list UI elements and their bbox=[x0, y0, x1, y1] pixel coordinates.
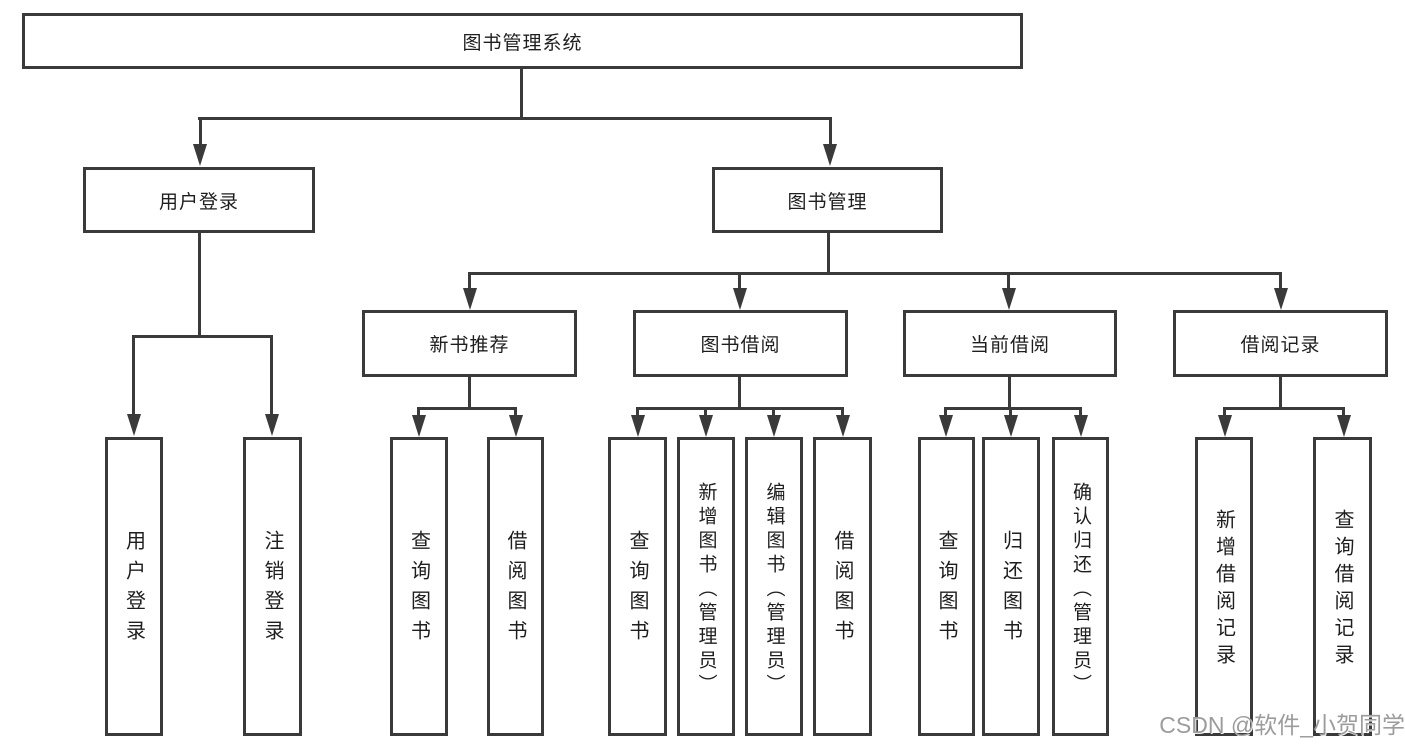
leaf-logout: 注销登录 bbox=[243, 437, 302, 736]
connector-arrow bbox=[412, 415, 426, 437]
connector-line bbox=[520, 68, 523, 117]
connector-line bbox=[1279, 377, 1282, 407]
leaf-current-query-books-label: 查询图书 bbox=[935, 529, 957, 650]
leaf-recommend-query-books: 查询图书 bbox=[390, 437, 448, 736]
connector-line bbox=[944, 407, 1082, 410]
node-book-management-label: 图书管理 bbox=[787, 191, 868, 213]
leaf-borrow-add-books-admin-label: 新增图书（管理员） bbox=[695, 481, 717, 698]
leaf-borrow-borrow-books: 借阅图书 bbox=[813, 437, 872, 736]
leaf-borrow-edit-books-admin-label: 编辑图书（管理员） bbox=[763, 481, 785, 698]
connector-arrow bbox=[1002, 288, 1016, 310]
connector-line bbox=[198, 233, 201, 335]
connector-line bbox=[1079, 407, 1082, 419]
connector-line bbox=[270, 335, 273, 417]
node-user-login: 用户登录 bbox=[83, 167, 315, 233]
leaf-recommend-query-books-label: 查询图书 bbox=[407, 529, 430, 650]
leaf-borrow-edit-books-admin: 编辑图书（管理员） bbox=[745, 437, 803, 736]
leaf-current-return-books-label: 归还图书 bbox=[999, 529, 1022, 650]
connector-line bbox=[468, 272, 471, 290]
leaf-records-query-record-label: 查询借阅记录 bbox=[1331, 508, 1353, 671]
leaf-recommend-borrow-books-label: 借阅图书 bbox=[504, 529, 526, 650]
leaf-current-query-books: 查询图书 bbox=[918, 437, 975, 736]
leaf-user-login: 用户登录 bbox=[105, 437, 163, 736]
leaf-current-return-books: 归还图书 bbox=[982, 437, 1040, 736]
connector-arrow bbox=[939, 415, 953, 437]
leaf-logout-label: 注销登录 bbox=[261, 529, 283, 650]
connector-line bbox=[1223, 407, 1345, 410]
connector-line bbox=[1007, 272, 1010, 290]
connector-line bbox=[132, 335, 135, 417]
connector-line bbox=[468, 272, 1282, 275]
node-book-management: 图书管理 bbox=[712, 167, 943, 233]
connector-line bbox=[1342, 407, 1345, 419]
node-book-borrow-label: 图书借阅 bbox=[700, 335, 781, 356]
node-borrow-records-label: 借阅记录 bbox=[1240, 335, 1321, 356]
connector-line bbox=[829, 117, 832, 150]
connector-line bbox=[1223, 407, 1226, 419]
node-current-borrow: 当前借阅 bbox=[903, 310, 1117, 377]
csdn-watermark-text: CSDN @软件_小贺同学 bbox=[1159, 712, 1405, 738]
connector-arrow bbox=[699, 415, 713, 437]
node-root-label: 图书管理系统 bbox=[462, 32, 583, 54]
connector-line bbox=[1008, 377, 1011, 407]
node-user-login-label: 用户登录 bbox=[158, 191, 239, 213]
leaf-current-confirm-return-admin-label: 确认归还（管理员） bbox=[1070, 481, 1091, 698]
connector-line bbox=[198, 117, 832, 120]
connector-arrow bbox=[836, 415, 850, 437]
connector-line bbox=[636, 407, 844, 410]
csdn-watermark: CSDN @软件_小贺同学 bbox=[1159, 706, 1405, 740]
connector-arrow bbox=[631, 415, 645, 437]
node-current-borrow-label: 当前借阅 bbox=[969, 335, 1050, 356]
connector-line bbox=[944, 407, 947, 419]
leaf-user-login-label: 用户登录 bbox=[122, 529, 145, 650]
connector-arrow bbox=[767, 415, 781, 437]
leaf-records-add-record: 新增借阅记录 bbox=[1195, 437, 1253, 736]
leaf-records-query-record: 查询借阅记录 bbox=[1313, 437, 1372, 736]
connector-line bbox=[841, 407, 844, 419]
connector-line bbox=[1009, 407, 1012, 419]
leaf-borrow-query-books-label: 查询图书 bbox=[626, 529, 648, 650]
connector-line bbox=[468, 377, 471, 407]
connector-line bbox=[636, 407, 639, 419]
connector-line bbox=[417, 407, 420, 419]
connector-arrow bbox=[463, 288, 477, 310]
connector-arrow bbox=[127, 414, 141, 436]
node-new-book-recommend-label: 新书推荐 bbox=[429, 335, 510, 356]
leaf-records-add-record-label: 新增借阅记录 bbox=[1212, 508, 1235, 671]
connector-arrow bbox=[1274, 288, 1288, 310]
leaf-recommend-borrow-books: 借阅图书 bbox=[487, 437, 544, 736]
connector-arrow bbox=[193, 144, 207, 166]
connector-arrow bbox=[823, 144, 837, 166]
connector-arrow bbox=[1074, 415, 1088, 437]
connector-line bbox=[514, 407, 517, 419]
connector-line bbox=[738, 377, 741, 407]
node-book-borrow: 图书借阅 bbox=[633, 310, 848, 377]
connector-arrow bbox=[1004, 415, 1018, 437]
connector-arrow bbox=[1337, 415, 1351, 437]
leaf-borrow-borrow-books-label: 借阅图书 bbox=[831, 529, 853, 650]
connector-line bbox=[704, 407, 707, 419]
node-new-book-recommend: 新书推荐 bbox=[362, 310, 577, 377]
connector-line bbox=[772, 407, 775, 419]
connector-line bbox=[738, 272, 741, 290]
node-borrow-records: 借阅记录 bbox=[1173, 310, 1388, 377]
connector-line bbox=[1279, 272, 1282, 290]
leaf-borrow-add-books-admin: 新增图书（管理员） bbox=[677, 437, 735, 736]
connector-line bbox=[417, 407, 517, 410]
leaf-borrow-query-books: 查询图书 bbox=[608, 437, 667, 736]
connector-arrow bbox=[265, 414, 279, 436]
connector-arrow bbox=[733, 288, 747, 310]
connector-arrow bbox=[1218, 415, 1232, 437]
connector-line bbox=[827, 233, 830, 272]
connector-line bbox=[199, 117, 202, 150]
node-root: 图书管理系统 bbox=[22, 13, 1023, 69]
connector-line bbox=[132, 335, 273, 338]
connector-arrow bbox=[509, 415, 523, 437]
leaf-current-confirm-return-admin: 确认归还（管理员） bbox=[1052, 437, 1109, 736]
